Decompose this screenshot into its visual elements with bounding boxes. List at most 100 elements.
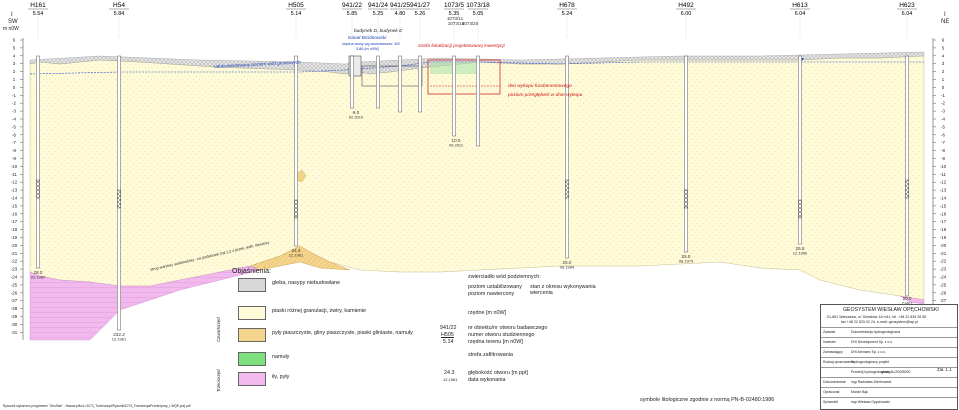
water-state: stan z okresu wykonywania wiercenia (530, 284, 596, 296)
filter-zone (565, 179, 569, 199)
legend-swatch (238, 306, 266, 320)
borehole-name: H623 (899, 2, 915, 9)
depth-label: 20.0Z-WO (902, 296, 913, 306)
title-block-value: Hydrogeologiczny projekt (851, 360, 890, 364)
axis-tick-left: -27 (11, 298, 18, 303)
title-block-key: Dokumentował (823, 380, 846, 384)
investment-zone (427, 59, 501, 95)
legend-swatch (238, 278, 266, 292)
axis-tick-right: -2 (941, 101, 945, 106)
depth-label: 6.002.2010 (349, 110, 364, 120)
axis-tick-left: -26 (11, 290, 18, 295)
title-block-key: Rodzaj opracowania (823, 360, 854, 364)
borehole-column (798, 55, 802, 245)
excavation-level-label: poziom przegłębień w dnie wykopu (508, 93, 583, 98)
fill-layer (29, 51, 925, 75)
footer-file: Rysunek wykonano programem "GeoStar" - N… (3, 404, 191, 408)
label-id: nr obiektu/nr otworu badawczego (468, 325, 548, 331)
axis-tick-right: -14 (940, 196, 947, 201)
axis-tick-left: 4 (13, 53, 16, 58)
filter-label: strefa zafiltrowania (468, 352, 513, 358)
example-date: 12.1961 (443, 377, 458, 382)
axis-tick-right: -26 (940, 290, 947, 295)
filter-zone (798, 199, 802, 219)
borehole: 941/254.80 (390, 2, 410, 113)
axis-tick-right: -8 (941, 148, 945, 153)
axis-tick-right: -18 (940, 227, 947, 232)
axis-tick-left: -19 (11, 235, 18, 240)
left-unit: m n0W (3, 26, 19, 32)
depth-label: 25.008.1984 (560, 260, 575, 270)
borehole-name: H678 (559, 2, 575, 9)
borehole-elevation: 5.54 (33, 11, 44, 17)
borehole: H678 5.24 (557, 2, 577, 259)
legend-label: pyły piaszczyste, gliny piaszczyste, pia… (272, 330, 413, 336)
depth-value: 25.0 (563, 260, 572, 265)
axis-tick-right: -15 (940, 203, 947, 208)
axis-tick-right: -3 (941, 109, 945, 114)
borehole-elevation: 6.04 (902, 11, 913, 17)
borehole-elevation: 5.24 (562, 11, 573, 17)
axis-tick-right: 4 (942, 53, 945, 58)
scale-label: skala 1 : 200/5000 (881, 370, 911, 374)
axis-tick-left: -25 (11, 282, 18, 287)
strata (29, 51, 925, 341)
excavation-label: dno wykopu fundamentowego (508, 84, 572, 89)
axis-tick-left: 0 (13, 85, 16, 90)
canal-sub-label: rzędna wody wg wodowskazu: W2 (342, 42, 401, 46)
legend-item: namuły (238, 352, 438, 366)
borehole-name: 1073/18 (466, 2, 490, 9)
axis-tick-right: 3 (942, 61, 945, 66)
filter-zone (905, 179, 909, 199)
label-depth: głębokość otworu [m ppt] (468, 370, 528, 376)
axis-tick-left: -21 (11, 251, 18, 256)
axis-tick-left: -2 (12, 101, 16, 106)
axis-tick-left: -11 (11, 172, 18, 177)
legend-label: iły, pyły (272, 374, 290, 380)
title-block-value: DHI Development Sp. z o.o. (851, 340, 894, 344)
axis-tick-right: -24 (940, 275, 947, 280)
axis-tick-right: 5 (942, 45, 945, 50)
axis-tick-left: -9 (12, 156, 16, 161)
company-contact: fax +48 22 833 02 24, e-mail: geosystem@… (841, 320, 919, 324)
legend-swatch (238, 372, 266, 386)
borehole-column (684, 55, 688, 253)
canal-elev-label: 3.86 [m n0W] (356, 47, 379, 51)
borehole: 1073/55.35 (444, 2, 464, 137)
axis-tick-right: -21 (940, 251, 947, 256)
depth-label: 10.009.2011 (449, 138, 464, 148)
depth-date: 22.1987 (31, 275, 46, 280)
borehole-elevation: 5.85 (347, 11, 358, 17)
legend-title: Objaśnienia: (232, 268, 271, 275)
borehole-column (476, 55, 480, 147)
example-depth: 24.3 (444, 370, 455, 376)
depth-value: 232.2 (113, 332, 125, 337)
label-elev: rzędna terenu [m n0W] (468, 339, 523, 345)
depth-date: Z-WO (902, 301, 913, 306)
title-block: GEOSYSTEM WIESŁAW OPĘCHOWSKI 01-861 Wars… (820, 304, 958, 410)
depth-date: 12.1960 (793, 251, 808, 256)
clay-layer (29, 265, 261, 341)
company-address: 01-861 Warszawa, ul. Sieraków 1A m11, te… (827, 315, 927, 319)
axis-tick-left: -1 (12, 93, 16, 98)
title-block-key: Sprawdził (823, 400, 838, 404)
axis-tick-left: -29 (11, 314, 18, 319)
left-roman: I (11, 12, 13, 18)
axis-tick-left: -14 (11, 196, 18, 201)
company-name: GEOSYSTEM WIESŁAW OPĘCHOWSKI (843, 307, 939, 313)
axis-tick-left: 6 (13, 38, 16, 43)
axis-tick-right: -20 (940, 243, 947, 248)
borehole-elevation: 5.26 (415, 11, 426, 17)
axis-tick-left: -6 (12, 132, 16, 137)
axis-tick-left: -13 (11, 188, 18, 193)
depth-label: 232.212.1961 (112, 332, 127, 342)
right-dir: NE (941, 19, 950, 25)
legend: Objaśnienia: Czwartorzęd Trzeciorzęd gle… (216, 268, 438, 398)
axis-tick-left: -20 (11, 243, 18, 248)
depth-value: 20.0 (903, 296, 912, 301)
borehole-column (294, 55, 298, 247)
axis-tick-right: 2 (942, 69, 945, 74)
